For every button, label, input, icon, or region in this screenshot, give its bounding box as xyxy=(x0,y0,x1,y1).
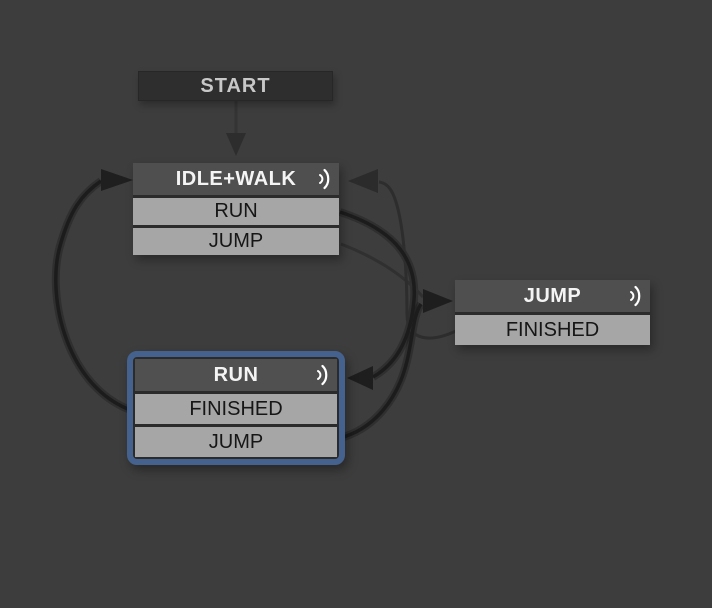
sound-waves-icon xyxy=(628,285,642,307)
start-node-label: START xyxy=(200,74,271,97)
arrowhead-into-idle-walk-top xyxy=(226,133,246,156)
idle-walk-transition-row-jump[interactable]: JUMP xyxy=(133,228,339,255)
jump-title-label: JUMP xyxy=(523,284,582,307)
state-node-idle-walk[interactable]: IDLE+WALK RUN JUMP xyxy=(133,163,339,255)
selection-outline: RUN FINISHED JUMP xyxy=(127,351,345,465)
run-title-label: RUN xyxy=(213,363,259,386)
transition-condition-label: FINISHED xyxy=(189,397,283,420)
run-transition-row-jump[interactable]: JUMP xyxy=(135,427,337,457)
arrowhead-into-run xyxy=(347,366,373,390)
transition-idle-walk-run-to-run[interactable] xyxy=(339,210,417,379)
state-node-start[interactable]: START xyxy=(138,71,333,101)
idle-walk-title-label: IDLE+WALK xyxy=(175,167,297,190)
transition-condition-label: JUMP xyxy=(208,230,264,252)
transition-run-finished-to-idle-walk[interactable] xyxy=(54,179,137,414)
transition-run-jump-to-jump[interactable] xyxy=(339,303,423,440)
transition-condition-label: JUMP xyxy=(208,430,264,453)
arrowhead-into-idle-walk-right xyxy=(348,169,378,193)
state-node-run[interactable]: RUN FINISHED JUMP xyxy=(135,359,337,457)
arrowhead-into-jump xyxy=(423,289,453,313)
run-transition-row-finished[interactable]: FINISHED xyxy=(135,394,337,424)
transition-condition-label: FINISHED xyxy=(505,318,600,341)
run-title-bar[interactable]: RUN xyxy=(135,359,337,391)
transition-condition-label: RUN xyxy=(214,200,258,222)
transition-idle-walk-jump-to-jump[interactable] xyxy=(340,242,425,299)
sound-waves-icon xyxy=(315,364,329,386)
idle-walk-transition-row-run[interactable]: RUN xyxy=(133,198,339,225)
sound-waves-icon xyxy=(317,168,331,190)
jump-title-bar[interactable]: JUMP xyxy=(455,280,650,312)
idle-walk-title-bar[interactable]: IDLE+WALK xyxy=(133,163,339,195)
jump-transition-row-finished[interactable]: FINISHED xyxy=(455,315,650,345)
arrowhead-into-idle-walk-left xyxy=(101,169,133,191)
state-node-jump[interactable]: JUMP FINISHED xyxy=(455,280,650,345)
